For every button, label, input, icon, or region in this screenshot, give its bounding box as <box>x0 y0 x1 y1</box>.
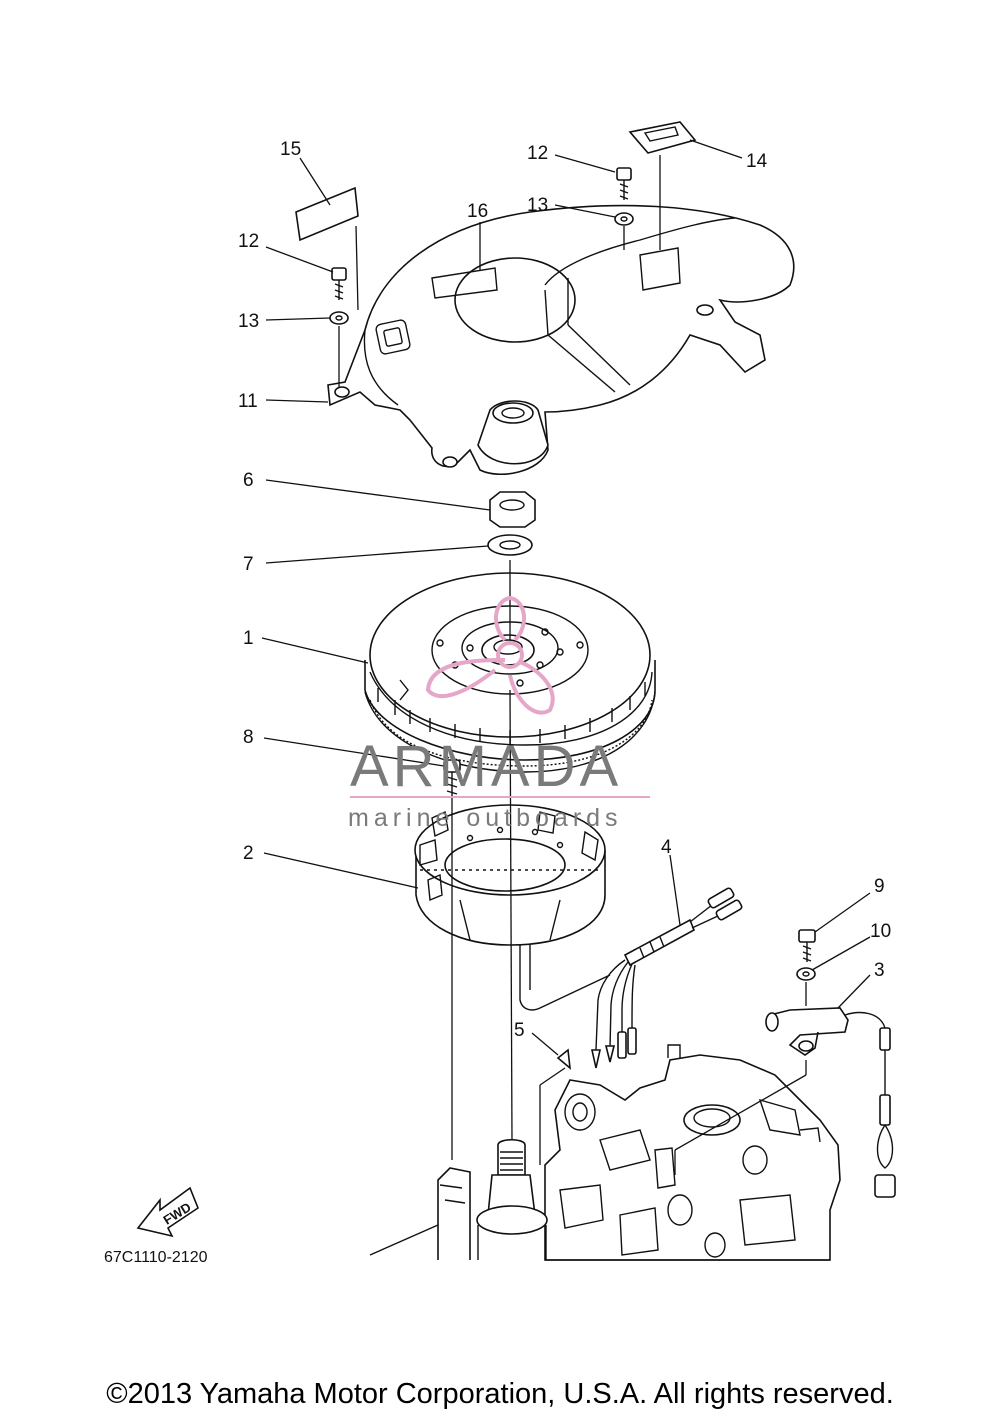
callout-16: 16 <box>467 201 488 222</box>
emblem-14 <box>628 121 697 154</box>
watermark-title: ARMADA <box>350 734 622 799</box>
washer-13-right <box>614 212 634 226</box>
bolt-12-left <box>331 267 347 300</box>
bolt-12-right <box>616 167 632 200</box>
callout-3: 3 <box>874 960 885 981</box>
crankshaft <box>476 1138 548 1260</box>
callout-11: 11 <box>238 391 258 412</box>
callout-15: 15 <box>280 139 301 160</box>
callout-13-left: 13 <box>238 311 259 332</box>
washer-13-left <box>329 311 349 325</box>
washer-10 <box>796 967 816 981</box>
leader-lines <box>261 139 871 1056</box>
armada-watermark: ARMADA marine outboards <box>348 595 650 832</box>
fwd-arrow: FWD <box>136 1186 199 1238</box>
alignment-lines <box>338 155 807 1175</box>
callout-5: 5 <box>514 1020 525 1041</box>
part-code: 67C1110-2120 <box>104 1249 208 1266</box>
nut-6 <box>489 491 536 528</box>
callout-6: 6 <box>243 470 254 491</box>
bolt-9 <box>798 929 816 962</box>
callout-2: 2 <box>243 843 254 864</box>
callout-13-right: 13 <box>527 195 548 216</box>
propeller-logo-icon <box>425 595 555 715</box>
callout-12-left: 12 <box>238 231 259 252</box>
powerhead <box>369 1044 841 1261</box>
washer-7 <box>487 534 533 556</box>
copyright-notice: ©2013 Yamaha Motor Corporation, U.S.A. A… <box>106 1378 894 1410</box>
label-15 <box>295 186 359 242</box>
callout-8: 8 <box>243 727 254 748</box>
flywheel-cover <box>327 204 795 476</box>
callout-12-right: 12 <box>527 143 548 164</box>
wire-harness <box>591 887 743 1069</box>
callout-1: 1 <box>243 628 254 649</box>
callout-labels: 15 12 13 16 12 13 14 11 6 7 1 8 2 4 9 10… <box>238 139 891 1041</box>
key-5 <box>556 1048 572 1070</box>
callout-10: 10 <box>870 921 891 942</box>
callout-4: 4 <box>661 837 672 858</box>
pulser-coil <box>765 1007 896 1198</box>
callout-9: 9 <box>874 876 885 897</box>
watermark-subtitle: marine outboards <box>348 804 623 832</box>
callout-7: 7 <box>243 554 254 575</box>
callout-14: 14 <box>746 151 768 172</box>
